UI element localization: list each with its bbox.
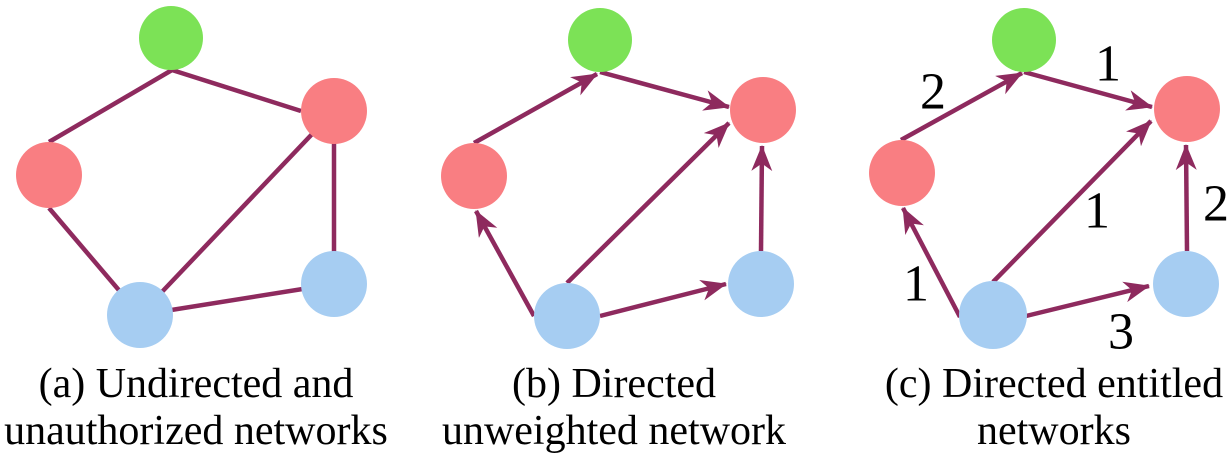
- node-a-red-right: [301, 78, 367, 144]
- node-b-green: [568, 8, 632, 72]
- edge-weight-c-red-left-to-green: 2: [920, 64, 946, 121]
- node-b-blue-right: [728, 251, 794, 317]
- caption-panel-a: (a) Undirected and unauthorized networks: [0, 361, 436, 455]
- caption-panel-c: (c) Directed entitled networks: [814, 361, 1229, 455]
- edge-b-green-to-red-right: [599, 69, 730, 111]
- edge-c-blue-right-to-red-right: [1175, 144, 1197, 252]
- caption-c-line1: (c) Directed entitled: [884, 361, 1224, 407]
- edge-b-blue-left-to-blue-right: [599, 279, 727, 319]
- caption-panel-b: (b) Directed unweighted network: [374, 361, 854, 455]
- edge-c-blue-left-to-red-left: [901, 206, 962, 319]
- edge-c-blue-left-to-blue-right: [1025, 281, 1150, 319]
- node-c-red-left: [869, 140, 935, 206]
- edge-b-blue-left-to-red-right: [565, 121, 731, 285]
- node-c-green: [992, 8, 1056, 72]
- caption-c-line2: networks: [977, 408, 1131, 454]
- node-a-blue-right: [301, 251, 367, 317]
- network-panel-a: [16, 6, 367, 348]
- node-c-blue-left: [959, 281, 1027, 349]
- node-a-blue-left: [107, 282, 173, 348]
- caption-a-line2: unauthorized networks: [4, 408, 388, 454]
- edge-weight-c-blue-right-to-red-right: 2: [1203, 176, 1229, 233]
- node-c-red-right: [1154, 76, 1220, 142]
- edge-a-green-to-red-left: [47, 68, 174, 144]
- node-c-blue-right: [1153, 251, 1219, 317]
- edge-weight-c-blue-left-to-red-left: 1: [903, 256, 929, 313]
- edge-b-red-left-to-green: [472, 72, 599, 145]
- edge-weight-c-blue-left-to-red-right: 1: [1084, 183, 1110, 240]
- edge-weight-c-blue-left-to-blue-right: 3: [1108, 304, 1134, 361]
- caption-b-line2: unweighted network: [441, 408, 787, 454]
- node-a-red-left: [16, 142, 82, 208]
- edge-c-blue-left-to-red-right: [991, 119, 1153, 284]
- node-b-blue-left: [534, 283, 600, 349]
- caption-a-line1: (a) Undirected and: [38, 361, 354, 407]
- edge-c-red-left-to-green: [899, 71, 1024, 142]
- edge-c-green-to-red-right: [1023, 69, 1153, 111]
- edge-a-green-to-red-right: [171, 67, 302, 114]
- edge-weight-c-green-to-red-right: 1: [1095, 36, 1121, 93]
- node-b-red-right: [730, 77, 796, 143]
- edge-b-blue-right-to-red-right: [751, 145, 773, 252]
- network-panel-c: 2 1 1 1 3 2: [869, 8, 1229, 361]
- node-a-green: [139, 6, 203, 70]
- edge-b-blue-left-to-red-left: [474, 209, 536, 318]
- node-b-red-left: [441, 143, 507, 209]
- network-panel-b: [441, 8, 796, 349]
- caption-b-line1: (b) Directed: [511, 361, 717, 407]
- edge-a-red-right-to-blue-left: [138, 109, 336, 317]
